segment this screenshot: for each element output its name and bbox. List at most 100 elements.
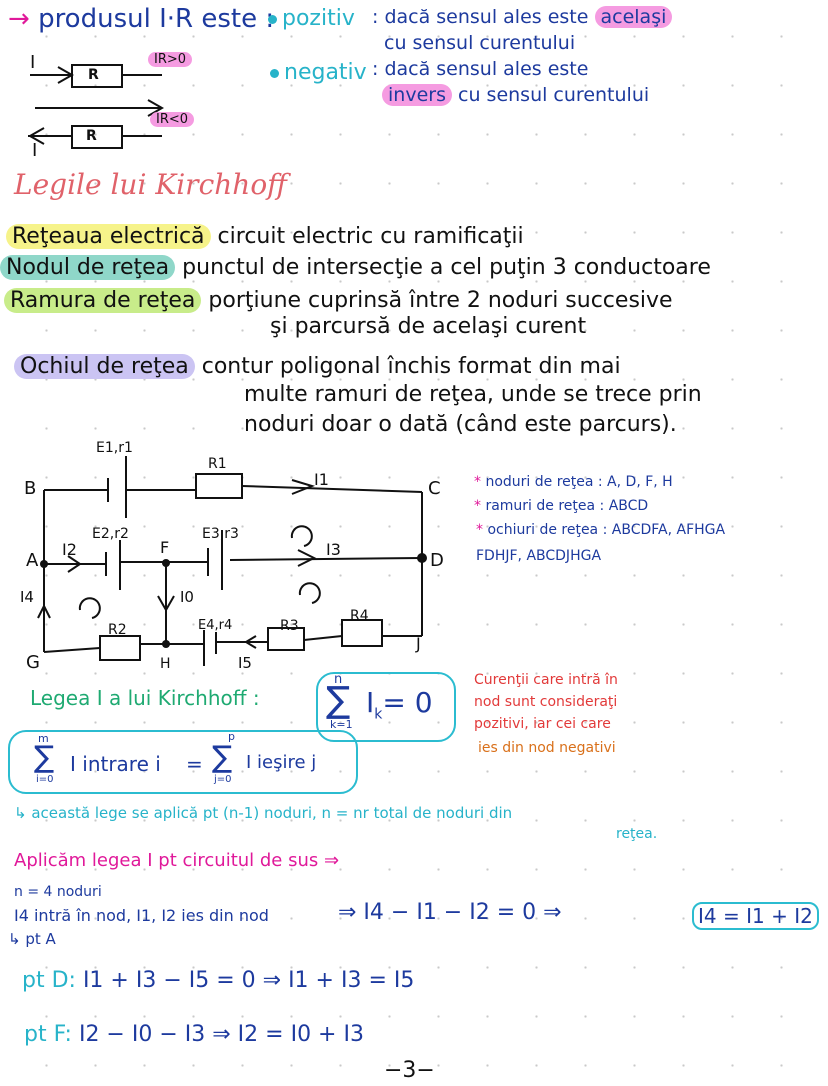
- current-label-2: I: [32, 140, 38, 161]
- node-G: G: [26, 652, 40, 673]
- current-I2: I2: [62, 540, 77, 559]
- positive-label: pozitiv: [282, 6, 355, 31]
- node-A-equation: ⇒ I4 − I1 − I2 = 0 ⇒: [338, 900, 562, 925]
- applies-line: ↳ această lege se aplică pt (n-1) noduri…: [14, 804, 513, 822]
- node-D-row: pt D: I1 + I3 − I5 = 0 ⇒ I1 + I3 = I5: [22, 968, 414, 993]
- resistor-R2: R2: [108, 622, 127, 638]
- term-ochiul-de-retea: Ochiul de reţea: [14, 354, 195, 379]
- formula-sub-k: k: [374, 706, 383, 723]
- law1-label: Legea I a lui Kirchhoff :: [30, 686, 260, 710]
- current-I0: I0: [180, 588, 194, 606]
- negative-desc: : dacă sensul ales este: [372, 58, 589, 80]
- product-text: produsul I·R este :: [38, 4, 275, 34]
- desc-retea: circuit electric cu ramificaţii: [217, 224, 524, 249]
- node-A: A: [26, 550, 39, 571]
- law1-formula2-box: [8, 730, 358, 794]
- current-I3: I3: [326, 540, 341, 559]
- applies-line-2: reţea.: [616, 826, 658, 842]
- note-ochiuri-text: ochiuri de reţea : ABCDFA, AFHGA: [487, 522, 726, 538]
- definition-nod: Nodul de reţea punctul de intersecţie a …: [0, 255, 711, 280]
- node-F-equation: I2 − I0 − I3 ⇒ I2 = I0 + I3: [78, 1022, 364, 1047]
- note-ochiuri: * ochiuri de reţea : ABCDFA, AFHGA: [476, 522, 725, 538]
- desc-ramura-2: şi parcursă de acelaşi curent: [270, 314, 587, 339]
- asterisk-icon: *: [474, 498, 481, 514]
- negative-label-wrap: negativ: [270, 60, 367, 85]
- node-J: J: [416, 634, 421, 653]
- asterisk-icon: *: [474, 474, 481, 490]
- sum1-bottom: i=0: [36, 774, 54, 785]
- node-F: F: [160, 538, 170, 557]
- section-title: Legile lui Kirchhoff: [14, 168, 288, 201]
- resistor-R1: R1: [208, 456, 227, 472]
- sum-bottom-k: k=1: [330, 718, 353, 731]
- resistor-diagram: [27, 64, 165, 149]
- node-A-text: I4 intră în nod, I1, I2 ies din nod: [14, 906, 269, 925]
- node-D: D: [430, 550, 444, 571]
- resistor-R3: R3: [280, 618, 299, 634]
- resistor-label-1: R: [88, 67, 99, 83]
- circuit-diagram: [37, 456, 427, 666]
- bullet-icon: [270, 68, 279, 78]
- arrow-icon: →: [8, 4, 30, 34]
- desc-nod: punctul de intersecţie a cel puţin 3 con…: [182, 255, 711, 280]
- highlight-acelasi: acelaşi: [594, 6, 673, 28]
- node-H: H: [160, 656, 171, 672]
- asterisk-icon: *: [476, 522, 483, 538]
- bullet-icon: [268, 14, 277, 24]
- current-label-1: I: [30, 52, 36, 73]
- positive-label-wrap: pozitiv: [268, 6, 355, 31]
- highlight-invers: invers: [382, 84, 452, 106]
- term-nodul-de-retea: Nodul de reţea: [0, 255, 176, 280]
- sigma-icon: ∑: [326, 680, 351, 721]
- note-noduri-text: noduri de reţea : A, D, F, H: [485, 474, 673, 490]
- law1-formula-box: [316, 672, 456, 742]
- desc-ochi-2: multe ramuri de reţea, unde se trece pri…: [244, 382, 702, 407]
- node-D-label: pt D:: [22, 968, 76, 993]
- node-C: C: [428, 478, 441, 499]
- node-A-label: ↳ pt A: [8, 930, 56, 948]
- intro-line: → produsul I·R este :: [8, 4, 274, 34]
- definition-ramura: Ramura de reţea porţiune cuprinsă între …: [4, 288, 673, 313]
- note-red-2: nod sunt consideraţi: [474, 694, 618, 710]
- note-ramuri-text: ramuri de reţea : ABCD: [485, 498, 649, 514]
- term-ramura-de-retea: Ramura de reţea: [4, 288, 202, 313]
- negative-desc-text: cu sensul curentului: [458, 84, 650, 106]
- note-noduri: * noduri de reţea : A, D, F, H: [474, 474, 673, 490]
- desc-ochi-1: contur poligonal închis format din mai: [201, 354, 621, 379]
- negative-desc-2: invers cu sensul curentului: [382, 84, 649, 106]
- desc-ochi-3: noduri doar o dată (când este parcurs).: [244, 412, 677, 437]
- formula-body: Ik= 0: [366, 686, 433, 723]
- sigma-icon: ∑: [34, 740, 55, 775]
- page-number: −3−: [384, 1058, 435, 1083]
- resistor-label-2: R: [86, 128, 97, 144]
- sum-top-n: n: [334, 672, 343, 687]
- current-I4: I4: [20, 588, 34, 606]
- node-D-equation: I1 + I3 − I5 = 0 ⇒ I1 + I3 = I5: [82, 968, 415, 993]
- node-F-row: pt F: I2 − I0 − I3 ⇒ I2 = I0 + I3: [24, 1022, 364, 1047]
- definition-ochi: Ochiul de reţea contur poligonal închis …: [14, 354, 621, 379]
- n-nodes: n = 4 noduri: [14, 884, 102, 900]
- source-E4: E4,r4: [198, 618, 233, 633]
- positive-desc-2: cu sensul curentului: [384, 32, 576, 54]
- source-E3: E3,r3: [202, 526, 239, 542]
- badge-ir-negative: IR<0: [150, 112, 195, 127]
- positive-desc: : dacă sensul ales este acelaşi: [372, 6, 673, 28]
- node-B: B: [24, 478, 37, 499]
- source-E1: E1,r1: [96, 440, 133, 456]
- note-ochiuri-2: FDHJF, ABCDJHGA: [476, 548, 602, 564]
- current-I1: I1: [314, 470, 329, 489]
- formula2-eq: =: [186, 752, 203, 776]
- note-orange: ies din nod negativi: [478, 740, 616, 756]
- source-E2: E2,r2: [92, 526, 129, 542]
- formula2-body2: I ieşire j: [246, 752, 317, 773]
- node-F-label: pt F:: [24, 1022, 72, 1047]
- note-red-3: pozitivi, iar cei care: [474, 716, 611, 732]
- formula-rhs: = 0: [382, 686, 433, 719]
- sigma-icon: ∑: [212, 740, 233, 775]
- node-A-result: I4 = I1 + I2: [692, 902, 819, 930]
- note-ramuri: * ramuri de reţea : ABCD: [474, 498, 648, 514]
- sum2-bottom: j=0: [214, 774, 232, 785]
- note-red-1: Curenţii care intră în: [474, 672, 618, 688]
- positive-desc-text: : dacă sensul ales este: [372, 6, 589, 28]
- application-title: Aplicăm legea I pt circuitul de sus ⇒: [14, 850, 340, 871]
